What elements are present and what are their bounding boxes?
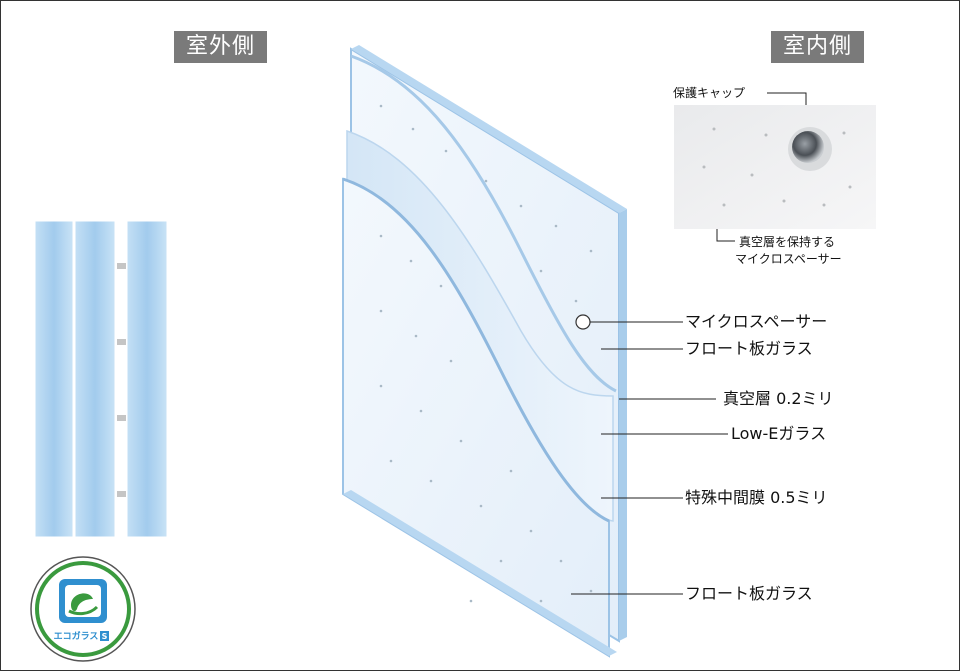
front-glass-pane xyxy=(342,177,617,658)
spacer-hold-label-line1: 真空層を保持する xyxy=(739,235,836,249)
eco-logo-badge: S xyxy=(102,632,108,641)
vacuum-layer-edge xyxy=(350,54,617,393)
micro-spacer-dots xyxy=(379,104,593,603)
cap-label: 保護キャップ xyxy=(673,86,746,100)
inside-side-tag: 室内側 xyxy=(771,31,865,63)
circle-marker-icon xyxy=(575,314,591,330)
vacuum-layer-label: 真空層 0.2ミリ xyxy=(723,389,834,408)
spacer-hold-label-line2: マイクロスペーサー xyxy=(735,252,842,266)
low-e-glass-label: Low-Eガラス xyxy=(731,424,827,443)
eco-glass-logo-icon: エコガラス S xyxy=(30,556,136,662)
mini-cross-section xyxy=(34,220,168,538)
protective-cap-photo xyxy=(674,105,876,229)
micro-spacer-label: マイクロスペーサー xyxy=(685,312,828,331)
float-glass-bottom-label: フロート板ガラス xyxy=(685,584,813,603)
eco-logo-text: エコガラス xyxy=(54,630,99,642)
outside-side-tag: 室外側 xyxy=(174,31,268,63)
float-glass-top-label: フロート板ガラス xyxy=(685,339,813,358)
special-film-label: 特殊中間膜 0.5ミリ xyxy=(685,488,828,507)
